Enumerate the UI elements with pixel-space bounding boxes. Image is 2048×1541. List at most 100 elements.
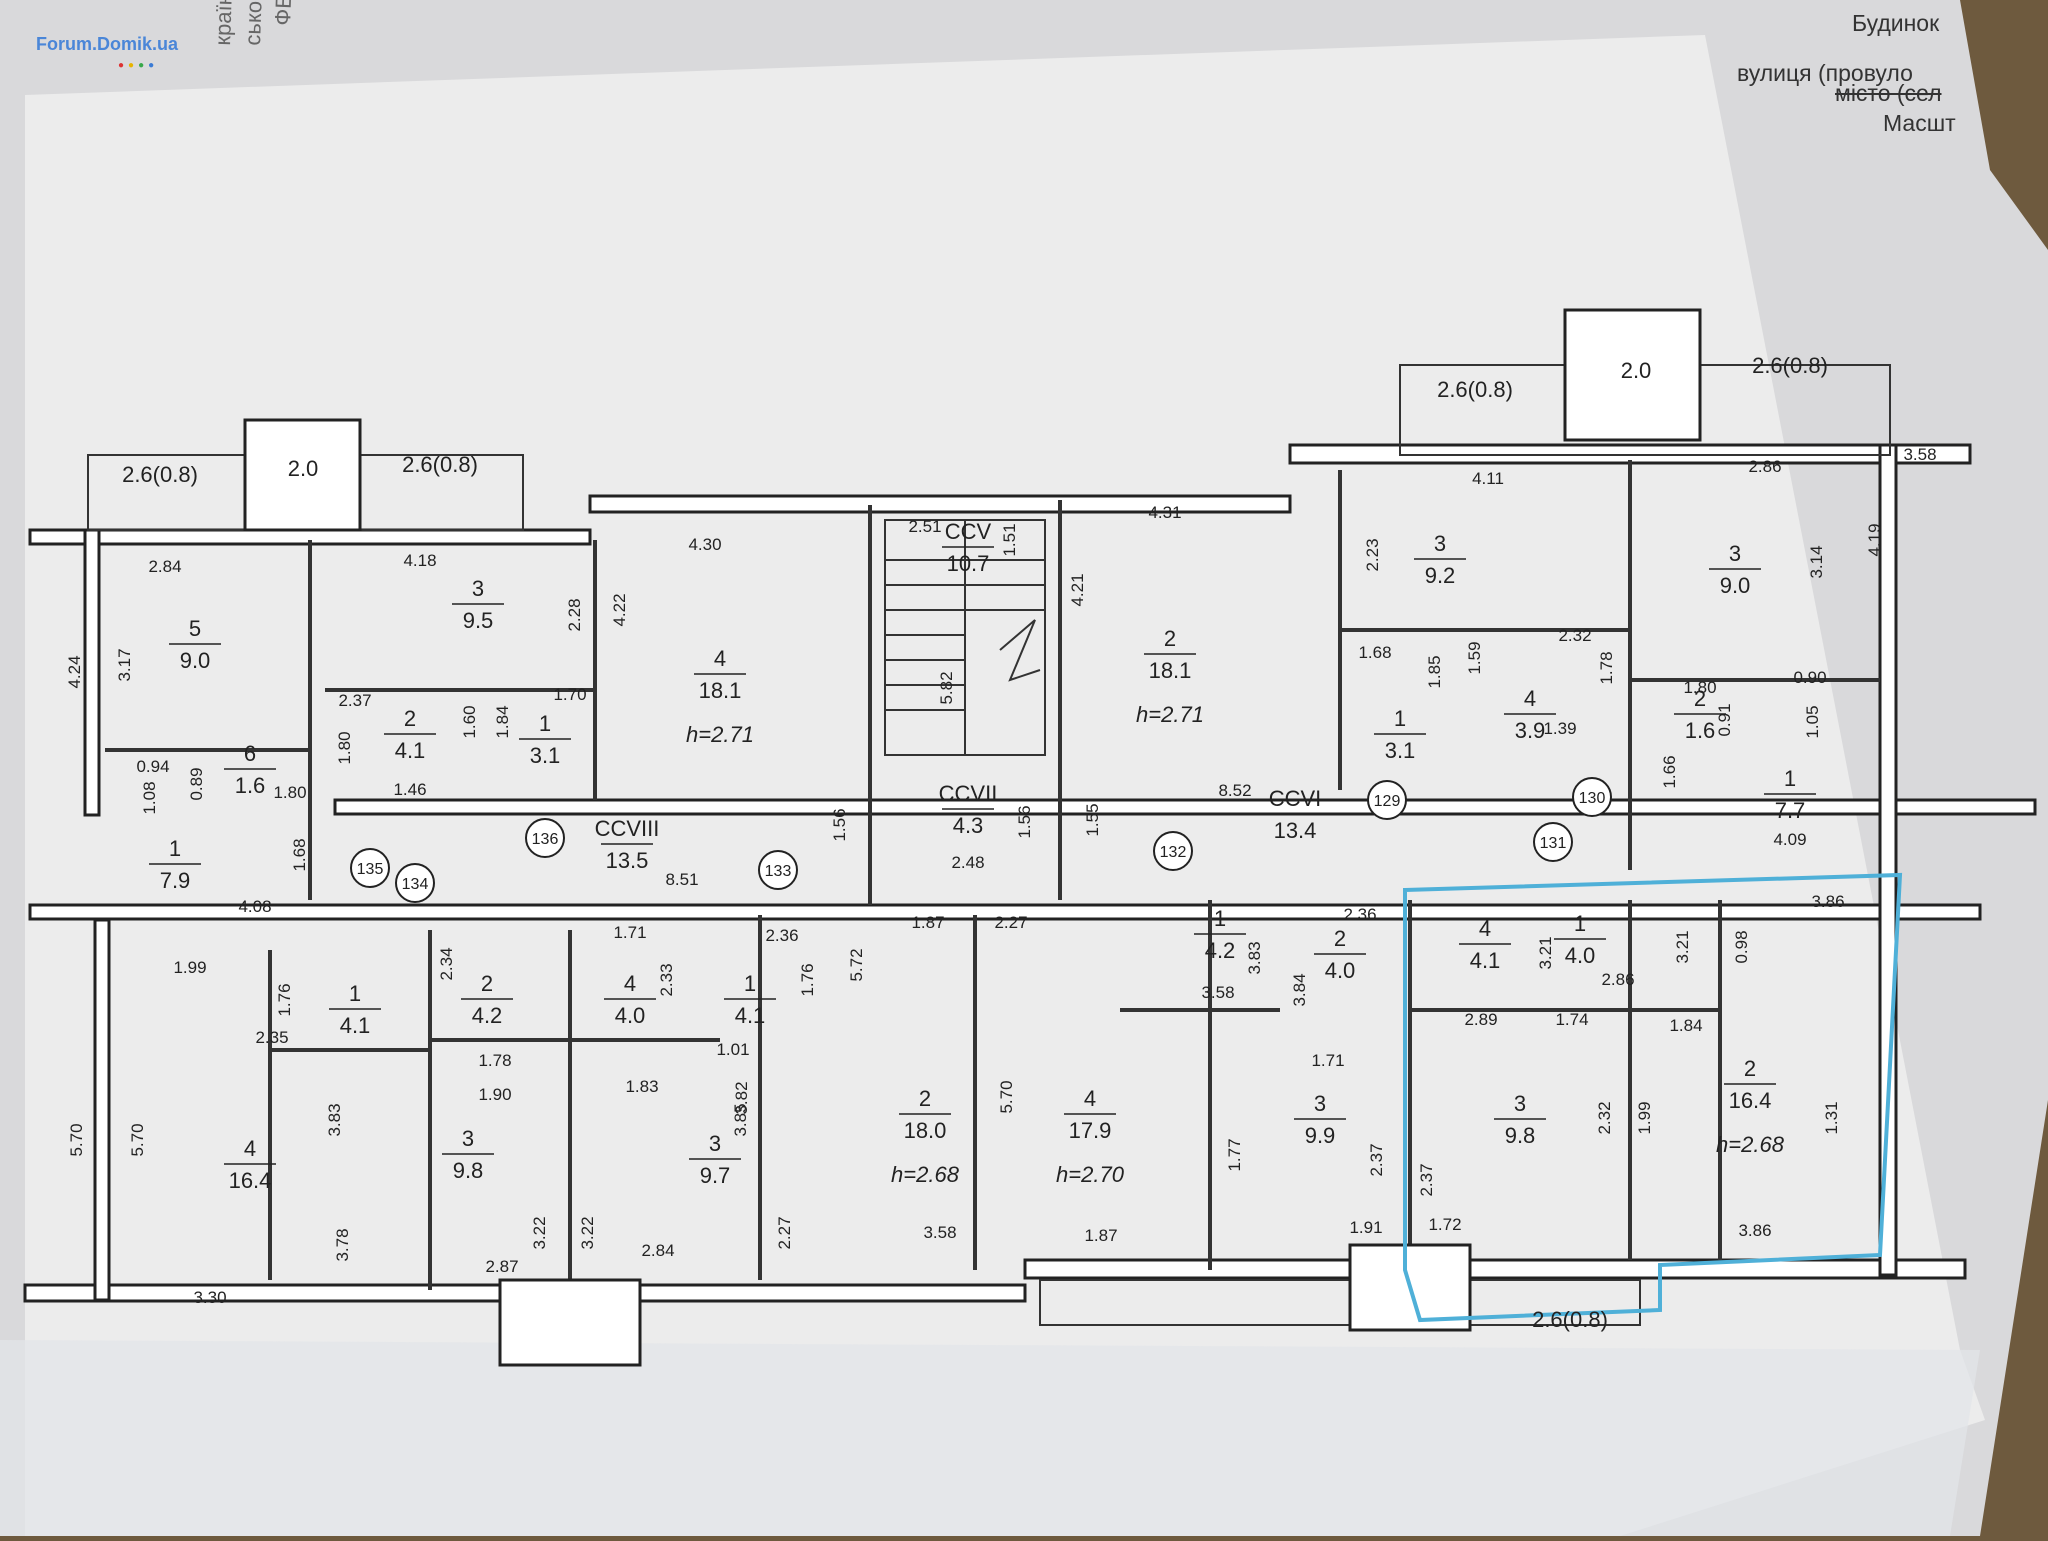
- header-line-3: місто (сел: [1835, 80, 1942, 106]
- dimension-label: 3.14: [1807, 545, 1826, 578]
- room-area: 7.7: [1775, 798, 1806, 823]
- marker-131: 131: [1533, 822, 1573, 862]
- header-line-1: Будинок: [1852, 10, 1940, 36]
- room-number: CCVII: [939, 781, 998, 806]
- dimension-label: 1.76: [275, 983, 294, 1016]
- dimension-label: 2.87: [485, 1257, 518, 1276]
- room-r2-1.6: 21.6: [1674, 686, 1726, 743]
- room-r2-4.0: 24.0: [1314, 926, 1366, 983]
- dimension-label: 1.77: [1225, 1138, 1244, 1171]
- room-number: 4: [1479, 916, 1491, 941]
- room-number: 4: [1524, 686, 1536, 711]
- room-number: 1: [1574, 911, 1586, 936]
- dimension-label: 1.68: [1358, 643, 1391, 662]
- dimension-label: 1.85: [1425, 655, 1444, 688]
- dimension-label: 2.32: [1595, 1101, 1614, 1134]
- stair-icon: [884, 519, 1046, 756]
- dimension-label: 2.36: [1343, 905, 1376, 924]
- dimension-label: 1.99: [173, 958, 206, 977]
- dimension-label: 3.86: [1811, 892, 1844, 911]
- dimension-label: 2.37: [1417, 1163, 1436, 1196]
- dimension-label: 1.59: [1465, 641, 1484, 674]
- room-area: 3.1: [1385, 738, 1416, 763]
- dimension-label: 1.72: [1428, 1215, 1461, 1234]
- room-area: 4.0: [1325, 958, 1356, 983]
- room-number: 2: [1164, 626, 1176, 651]
- room-number: 2: [919, 1086, 931, 1111]
- room-area: 4.1: [1470, 948, 1501, 973]
- dimension-label: 2.37: [1367, 1143, 1386, 1176]
- room-r4-18.1: 418.1h=2.71: [686, 646, 754, 747]
- room-number: CCV: [945, 519, 992, 544]
- room-number: 1: [1784, 766, 1796, 791]
- room-area: 4.1: [340, 1013, 371, 1038]
- marker-136: 136: [525, 818, 565, 858]
- room-number: 2: [1334, 926, 1346, 951]
- balcony-bottom: 2.6(0.8): [1532, 1307, 1608, 1332]
- room-area: 4.2: [472, 1003, 503, 1028]
- room-area: 9.2: [1425, 563, 1456, 588]
- room-r2-16.4-right: 216.4h=2.68: [1716, 1056, 1785, 1157]
- dimension-label: 2.48: [951, 853, 984, 872]
- room-number: 4: [714, 646, 726, 671]
- highlighted-unit-outline: [1403, 872, 1903, 1323]
- room-area: 9.0: [180, 648, 211, 673]
- room-r4-4.1: 44.1: [1459, 916, 1511, 973]
- room-area: 9.0: [1720, 573, 1751, 598]
- room-area: 3.9: [1515, 718, 1546, 743]
- room-r2-18.0: 218.0h=2.68: [891, 1086, 960, 1187]
- room-r3-9.5: 39.5: [452, 576, 504, 633]
- room-r1-7.9: 17.9: [149, 836, 201, 893]
- marker-circle: [1572, 777, 1612, 817]
- room-area: 9.5: [463, 608, 494, 633]
- dimension-label: 2.89: [1464, 1010, 1497, 1029]
- dimension-label: 1.83: [625, 1077, 658, 1096]
- dimension-label: 3.22: [578, 1216, 597, 1249]
- dimension-label: 8.51: [665, 870, 698, 889]
- dimension-label: 1.46: [393, 780, 426, 799]
- dimension-label: 3.86: [1738, 1221, 1771, 1240]
- room-height: h=2.71: [1136, 702, 1204, 727]
- room-r3-9.8-left: 39.8: [442, 1126, 494, 1183]
- dimension-label: 5.70: [997, 1080, 1016, 1113]
- dimension-label: 1.39: [1543, 719, 1576, 738]
- dimension-label: 3.58: [1903, 445, 1936, 464]
- marker-number: 134: [402, 876, 429, 893]
- balcony-bottom-outline: [1039, 1279, 1641, 1326]
- room-number: 6: [244, 741, 256, 766]
- room-r1-4.0: 14.0: [1554, 911, 1606, 968]
- dimension-label: 1.08: [140, 781, 159, 814]
- room-area: 4.1: [395, 738, 426, 763]
- dimension-label: 1.80: [1683, 678, 1716, 697]
- dimension-label: 4.31: [1148, 503, 1181, 522]
- dimension-label: 2.33: [657, 963, 676, 996]
- dimension-label: 3.84: [1290, 973, 1309, 1006]
- wall-right: [1878, 443, 1898, 1277]
- dimension-label: 1.01: [716, 1040, 749, 1059]
- dimension-label: 4.09: [1773, 830, 1806, 849]
- dimension-label: 0.89: [187, 767, 206, 800]
- balcony-right-b: 2.6(0.8): [1752, 353, 1828, 378]
- room-number: 3: [462, 1126, 474, 1151]
- room-height: h=2.68: [891, 1162, 960, 1187]
- room-number: 1: [744, 971, 756, 996]
- room-r1-4.2: 14.2: [1194, 906, 1246, 963]
- marker-number: 136: [532, 831, 559, 848]
- room-area: 16.4: [229, 1168, 272, 1193]
- marker-circle: [1153, 831, 1193, 871]
- dimension-label: 0.98: [1732, 930, 1751, 963]
- dimension-label: 2.86: [1748, 457, 1781, 476]
- room-area: 18.1: [699, 678, 742, 703]
- dimension-label: 4.22: [610, 593, 629, 626]
- room-r2-4.1-top: 24.1: [384, 706, 436, 763]
- dimension-label: 1.51: [1000, 523, 1019, 556]
- marker-circle: [1533, 822, 1573, 862]
- dimension-label: 2.28: [565, 598, 584, 631]
- room-area: 16.4: [1729, 1088, 1772, 1113]
- marker-133: 133: [758, 850, 798, 890]
